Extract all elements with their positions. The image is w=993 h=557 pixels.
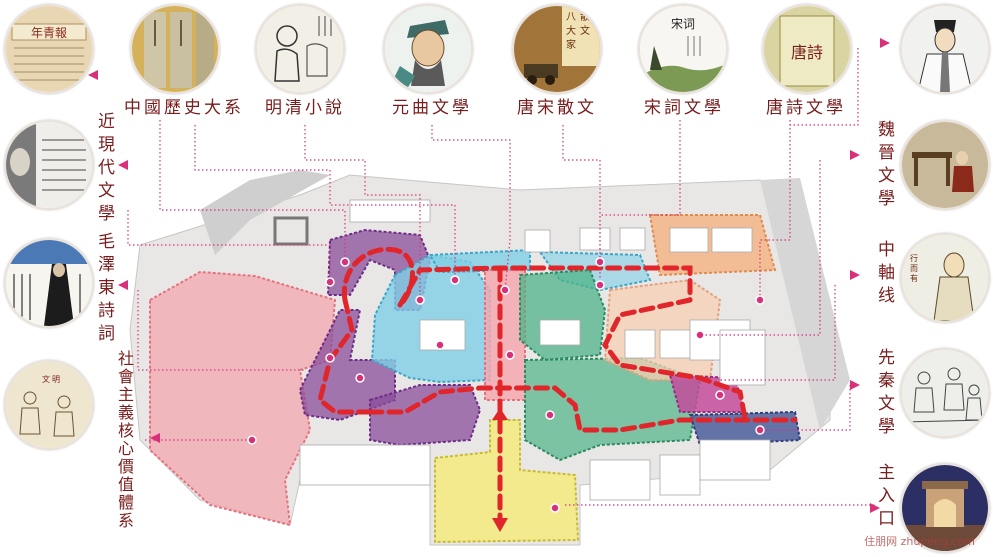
thumb-pre-qin: [900, 348, 990, 438]
zone-green-n: [519, 268, 607, 362]
label-socialist-values: 社會主義核心價值體系: [115, 350, 134, 530]
label-tang-song-prose: 唐宋散文: [517, 98, 597, 118]
label-tang-poetry: 唐詩文學: [766, 98, 846, 118]
label-pre-qin: 先秦文學: [874, 348, 894, 440]
thumb-song-ci-text: 宋词: [671, 16, 695, 31]
pavilion-outline: [273, 216, 309, 246]
thumb-newspaper-text: 年青報: [31, 26, 67, 40]
zone-pink: [149, 270, 337, 527]
circulation-path: [317, 246, 798, 533]
thumb-tang-poetry: 唐詩: [762, 4, 852, 94]
label-central-axis: 中軸线: [874, 240, 894, 309]
label-main-entrance: 主入口: [874, 463, 894, 532]
svg-text:行: 行: [910, 253, 918, 263]
thumb-newspaper: 年青報: [4, 4, 94, 94]
thumb-history-books: [130, 4, 220, 94]
thumb-confucius: 行而有: [900, 233, 990, 323]
label-wei-jin: 魏晉文學: [874, 120, 894, 212]
thumb-socialist-values: 文明: [4, 360, 94, 450]
svg-text:八: 八: [566, 12, 576, 23]
path-arrow-up: [492, 408, 508, 420]
svg-text:文: 文: [580, 24, 590, 37]
svg-text:明: 明: [52, 375, 60, 384]
path-arrow: [492, 518, 508, 532]
thumb-wei-jin-scene: [900, 120, 990, 210]
zone-purple-s: [369, 384, 482, 447]
thumb-song-ci: 宋词: [638, 4, 728, 94]
site-road: [200, 170, 330, 255]
label-song-ci: 宋詞文學: [644, 98, 724, 118]
zone-yellow: [434, 419, 580, 544]
watermark: 住朋网 zhupeng.com: [864, 535, 975, 548]
label-mao-poetry: 毛澤東詩詞: [94, 232, 114, 347]
svg-text:有: 有: [910, 273, 918, 283]
buildings: [299, 199, 771, 501]
svg-text:而: 而: [910, 264, 918, 273]
svg-text:大: 大: [566, 24, 576, 37]
label-yuan-qu: 元曲文學: [392, 98, 472, 118]
thumb-tang-song-prose: 八大家 散文: [512, 4, 602, 94]
thumb-main-gate: [900, 463, 990, 553]
label-history-series: 中國歷史大系: [124, 98, 244, 118]
thumb-mao-poetry: [4, 238, 94, 328]
label-ming-qing-novel: 明清小說: [265, 98, 345, 118]
svg-text:家: 家: [566, 38, 576, 51]
site-road-right: [760, 178, 850, 430]
svg-text:文: 文: [42, 374, 50, 384]
node-dots: [247, 257, 765, 513]
thumb-modern-literature: [4, 120, 94, 210]
thumb-tang-poetry-text: 唐詩: [791, 43, 823, 62]
label-modern-literature: 近現代文學: [94, 112, 114, 227]
thumb-ming-qing-painting: [255, 4, 345, 94]
leader-arrowheads: [88, 38, 890, 513]
svg-text:散: 散: [580, 10, 590, 23]
thumb-yuan-qu-figure: [383, 4, 473, 94]
leader-lines: [127, 48, 875, 506]
thumb-wei-jin-portrait: [900, 4, 990, 94]
